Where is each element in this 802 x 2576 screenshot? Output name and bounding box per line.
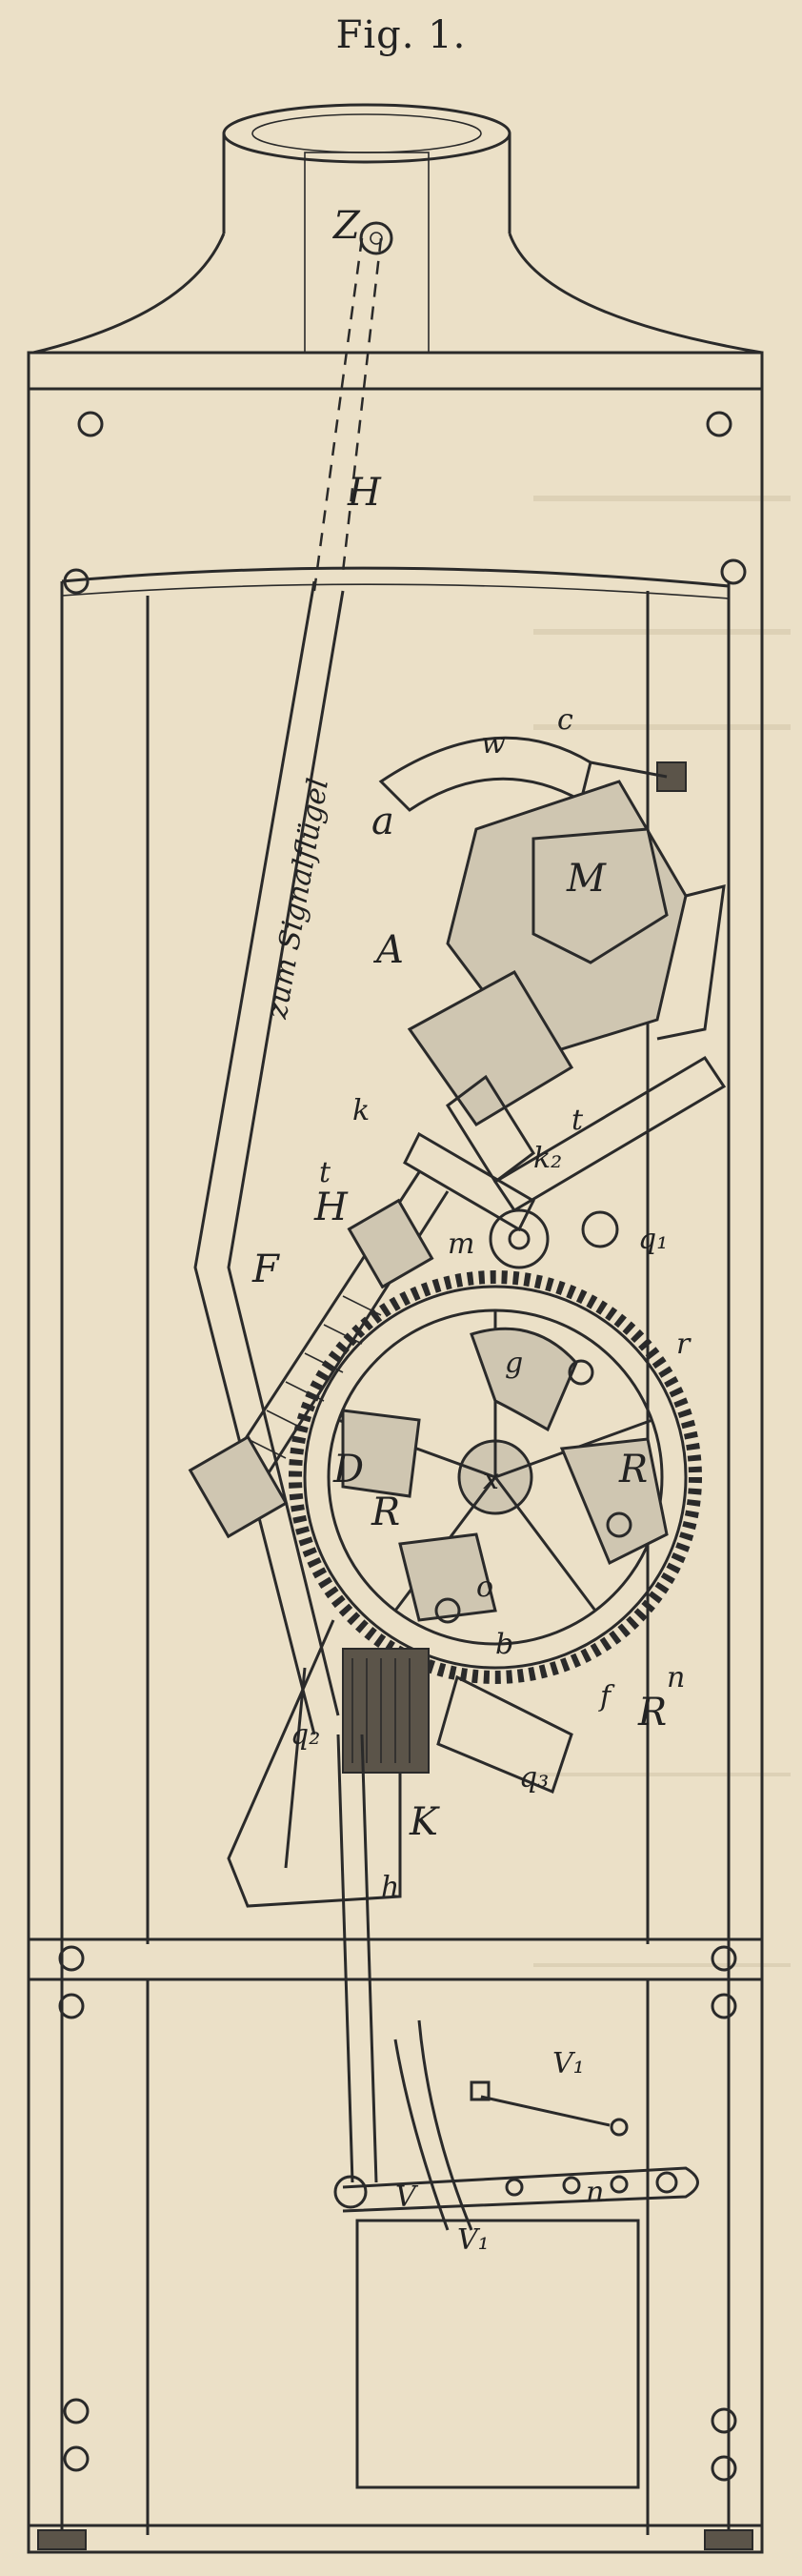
label-h: h	[381, 1871, 399, 1904]
lever-assembly	[333, 1734, 699, 2231]
label-H-left: H	[313, 1186, 349, 1229]
motor-assembly	[378, 736, 727, 1232]
label-k2: k₂	[533, 1142, 562, 1175]
label-H-top: H	[347, 471, 382, 515]
label-R-right: R	[618, 1448, 648, 1491]
top-funnel	[27, 103, 764, 391]
label-t-right: t	[571, 1104, 584, 1137]
label-K: K	[409, 1800, 440, 1844]
label-x: x	[483, 1463, 499, 1496]
label-w: w	[481, 727, 506, 761]
label-A: A	[372, 928, 404, 972]
label-k: k	[352, 1094, 370, 1127]
label-n-wheel: n	[667, 1661, 685, 1694]
label-V1-top: V₁	[552, 2047, 585, 2080]
signal-wire	[312, 221, 393, 592]
label-q3: q₃	[519, 1761, 549, 1795]
label-q1: q₁	[638, 1223, 668, 1256]
label-f: f	[598, 1680, 615, 1714]
label-M: M	[566, 857, 607, 901]
label-R-low: R	[637, 1691, 667, 1734]
outer-box	[27, 387, 764, 2554]
guide-rail	[193, 580, 345, 1735]
label-c: c	[557, 703, 573, 737]
label-V: V	[395, 2180, 419, 2214]
label-r: r	[676, 1328, 692, 1361]
label-b: b	[495, 1628, 513, 1661]
main-gear	[289, 1270, 702, 1684]
label-o: o	[476, 1571, 493, 1604]
label-n-lever: n	[586, 2176, 604, 2209]
label-m: m	[448, 1227, 474, 1261]
label-F: F	[251, 1247, 280, 1291]
label-a: a	[371, 800, 394, 843]
part-labels: Z H H zum Signalflügel w c a M A k k₂ t …	[251, 204, 692, 2257]
rivets	[58, 411, 747, 2482]
label-Z: Z	[331, 204, 361, 248]
bleed-through-texture	[533, 496, 791, 1967]
label-zum-signalflugel: zum Signalflügel	[260, 776, 335, 1022]
pinion-m	[489, 1208, 619, 1269]
label-V1-bottom: V₁	[457, 2223, 490, 2257]
label-R-left: R	[371, 1491, 400, 1534]
lower-bracket	[227, 1619, 573, 1908]
figure-caption: Fig. 1.	[335, 13, 467, 57]
label-t-left: t	[319, 1156, 331, 1189]
worm-shaft	[188, 1171, 450, 1539]
label-D: D	[332, 1448, 364, 1491]
label-q2: q₂	[291, 1718, 320, 1752]
label-g: g	[505, 1347, 523, 1380]
